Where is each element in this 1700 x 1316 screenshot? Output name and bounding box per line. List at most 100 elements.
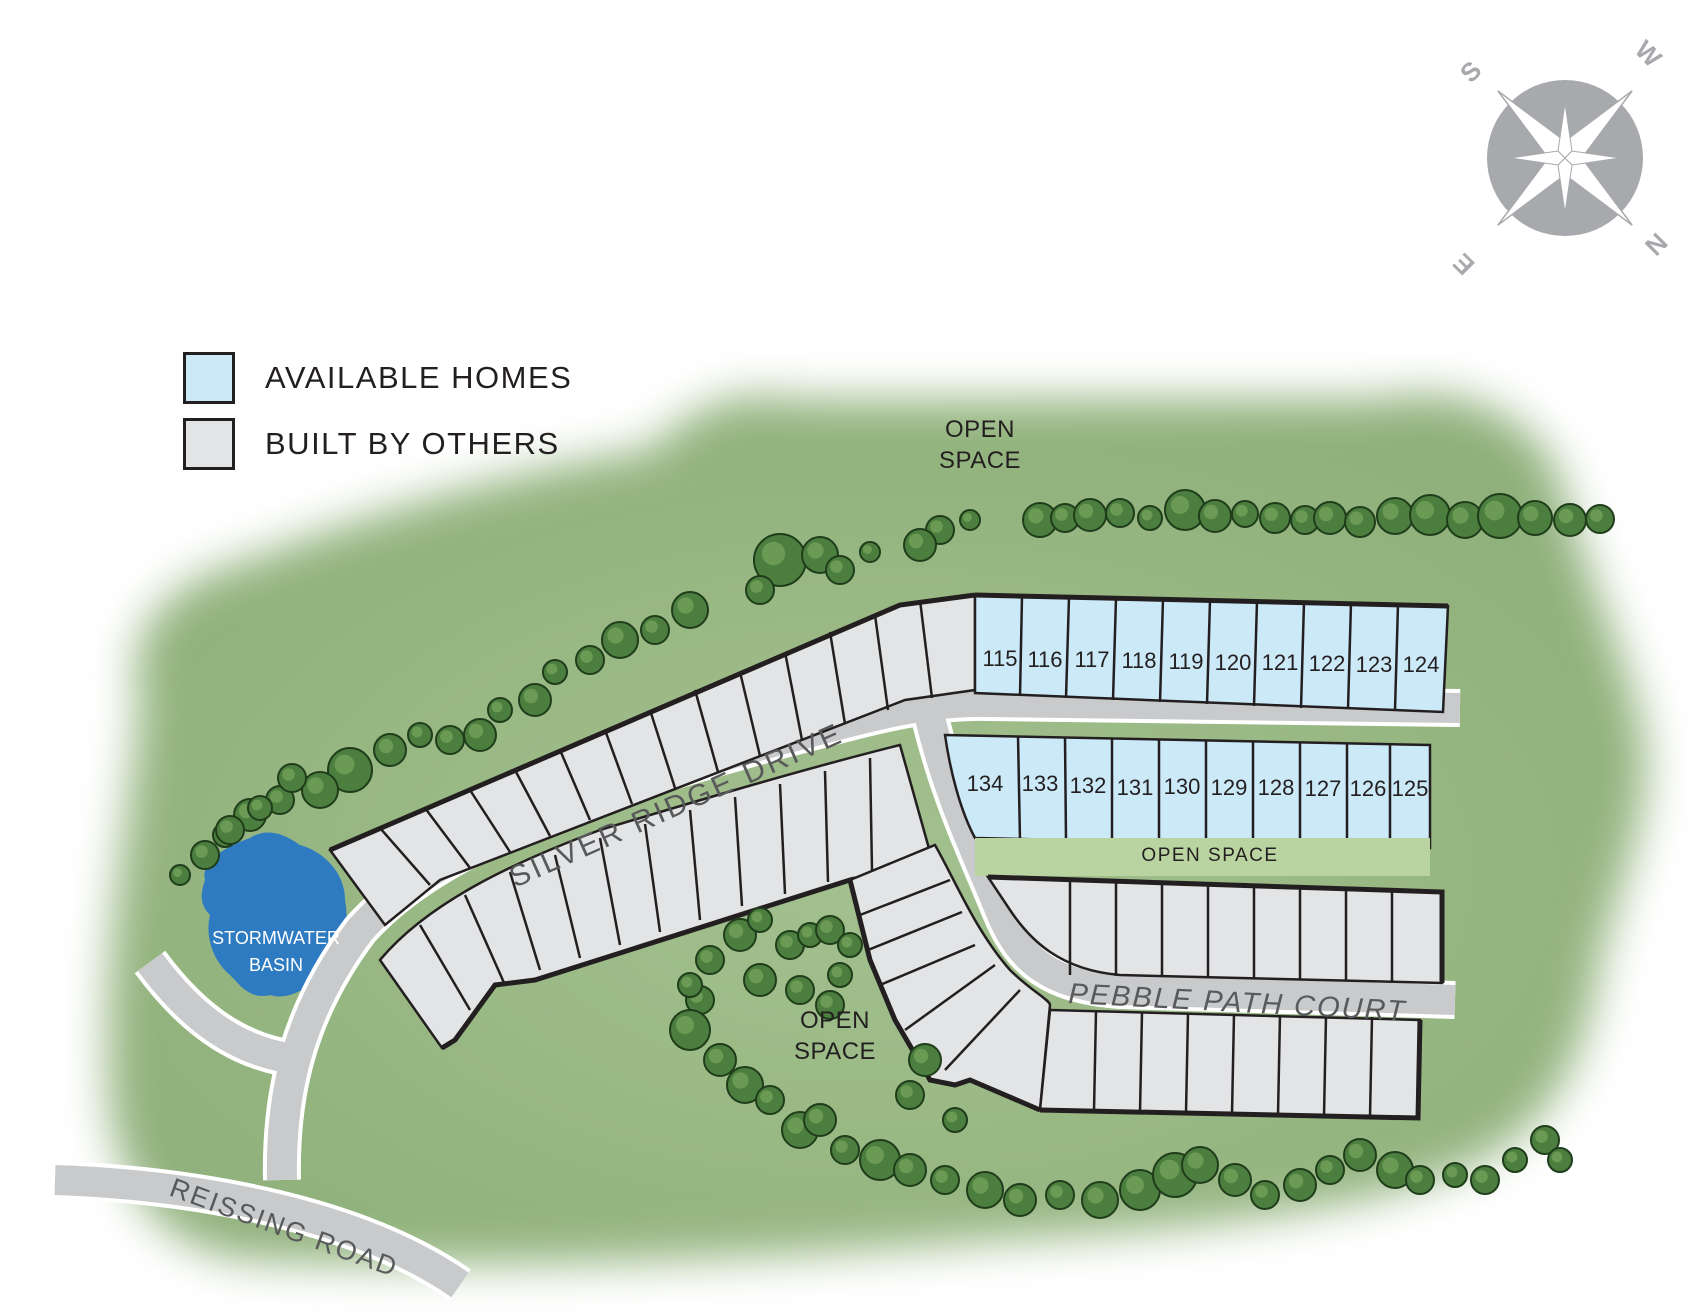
open-space-south-line1: OPEN xyxy=(799,1007,870,1034)
lot-122-label: 122 xyxy=(1309,651,1346,676)
tree-highlight xyxy=(1203,504,1219,520)
tree-highlight xyxy=(607,627,624,644)
tree-highlight xyxy=(334,754,355,775)
tree-highlight xyxy=(1452,507,1469,524)
legend-label-available: AVAILABLE HOMES xyxy=(265,360,573,395)
tree-highlight xyxy=(1475,1170,1488,1183)
legend-label-built: BUILT BY OTHERS xyxy=(265,426,560,461)
lots-built-court-north xyxy=(985,874,1445,985)
tree-highlight xyxy=(1590,509,1603,522)
tree-highlight xyxy=(1535,1130,1548,1143)
legend: AVAILABLE HOMES BUILT BY OTHERS xyxy=(183,350,572,482)
lot-126-label: 126 xyxy=(1350,776,1387,801)
tree-highlight xyxy=(1255,1185,1268,1198)
tree-highlight xyxy=(677,597,694,614)
legend-swatch-built xyxy=(183,418,235,470)
tree-highlight xyxy=(900,1085,913,1098)
tree-highlight xyxy=(972,1177,989,1194)
tree-highlight xyxy=(700,950,713,963)
tree-highlight xyxy=(1484,500,1505,521)
lot-115-label: 115 xyxy=(982,646,1017,671)
tree-highlight xyxy=(898,1158,914,1174)
lot-131-label: 131 xyxy=(1117,775,1154,800)
tree-highlight xyxy=(728,923,744,939)
tree-highlight xyxy=(830,560,843,573)
tree-highlight xyxy=(935,1170,948,1183)
tree-highlight xyxy=(270,790,283,803)
open-space-center-label: OPEN SPACE xyxy=(1110,844,1310,868)
tree-highlight xyxy=(708,1048,724,1064)
tree-highlight xyxy=(1551,1151,1563,1163)
tree-highlight xyxy=(282,768,295,781)
tree-highlight xyxy=(1126,1176,1144,1194)
lots-available-row1 xyxy=(973,592,1450,714)
tree-highlight xyxy=(780,935,793,948)
tree-highlight xyxy=(1446,1166,1458,1178)
open-space-north-label: OPEN SPACE xyxy=(925,414,1035,476)
compass-e: E xyxy=(1447,248,1480,281)
tree-highlight xyxy=(580,650,593,663)
lot-130-label: 130 xyxy=(1164,774,1201,799)
tree-highlight xyxy=(1235,504,1248,517)
tree-highlight xyxy=(1523,506,1539,522)
tree-highlight xyxy=(681,976,693,988)
tree-highlight xyxy=(863,545,872,554)
open-space-north-line1: OPEN xyxy=(944,416,1015,443)
tree-highlight xyxy=(378,738,394,754)
tree-highlight xyxy=(1008,1188,1024,1204)
tree-highlight xyxy=(1028,508,1044,524)
tree-highlight xyxy=(1558,508,1574,524)
tree-highlight xyxy=(1295,510,1308,523)
tree-highlight xyxy=(1110,503,1123,516)
tree-highlight xyxy=(173,868,182,877)
lots-built-court-west xyxy=(847,843,1052,1113)
trees xyxy=(169,489,1615,1219)
tree-highlight xyxy=(645,620,658,633)
tree-highlight xyxy=(748,968,764,984)
tree-highlight xyxy=(790,980,803,993)
tree-highlight xyxy=(1410,1170,1423,1183)
tree-highlight xyxy=(820,920,833,933)
tree-highlight xyxy=(1318,506,1334,522)
open-space-south-line2: SPACE xyxy=(793,1038,877,1065)
tree-highlight xyxy=(732,1072,749,1089)
lot-118-label: 118 xyxy=(1121,648,1156,673)
tree-highlight xyxy=(913,1048,929,1064)
open-space-strip xyxy=(975,838,1430,876)
legend-item-built: BUILT BY OTHERS xyxy=(183,416,572,472)
tree-highlight xyxy=(930,520,943,533)
tree-highlight xyxy=(1288,1173,1304,1189)
legend-swatch-available xyxy=(183,352,235,404)
legend-item-available: AVAILABLE HOMES xyxy=(183,350,572,406)
tree-highlight xyxy=(841,936,853,948)
lots-built-court-south xyxy=(1038,1008,1423,1121)
tree-highlight xyxy=(1348,1143,1364,1159)
tree-highlight xyxy=(1087,1187,1104,1204)
tree-highlight xyxy=(1320,1160,1333,1173)
tree-highlight xyxy=(1187,1152,1204,1169)
tree-highlight xyxy=(801,926,813,938)
tree-highlight xyxy=(1078,503,1094,519)
tree-highlight xyxy=(1382,1157,1399,1174)
lot-123-label: 123 xyxy=(1356,652,1393,677)
tree-highlight xyxy=(808,1108,824,1124)
open-space-north-line2: SPACE xyxy=(938,447,1022,474)
lot-133-label: 133 xyxy=(1022,771,1059,796)
lot-121-label: 121 xyxy=(1262,650,1299,675)
tree-highlight xyxy=(1349,511,1363,525)
tree-highlight xyxy=(1264,507,1278,521)
compass-rose: W S E N xyxy=(1447,34,1674,281)
tree-highlight xyxy=(1223,1168,1239,1184)
tree-highlight xyxy=(807,542,824,559)
tree-highlight xyxy=(195,845,208,858)
tree-highlight xyxy=(750,580,763,593)
tree-highlight xyxy=(787,1117,804,1134)
lot-128-label: 128 xyxy=(1258,775,1295,800)
tree-highlight xyxy=(676,1016,694,1034)
lot-132-label: 132 xyxy=(1070,773,1107,798)
tree-highlight xyxy=(1159,1159,1180,1180)
stormwater-line1: STORMWATER xyxy=(212,928,340,948)
tree-highlight xyxy=(523,688,539,704)
lot-127-label: 127 xyxy=(1305,776,1342,801)
